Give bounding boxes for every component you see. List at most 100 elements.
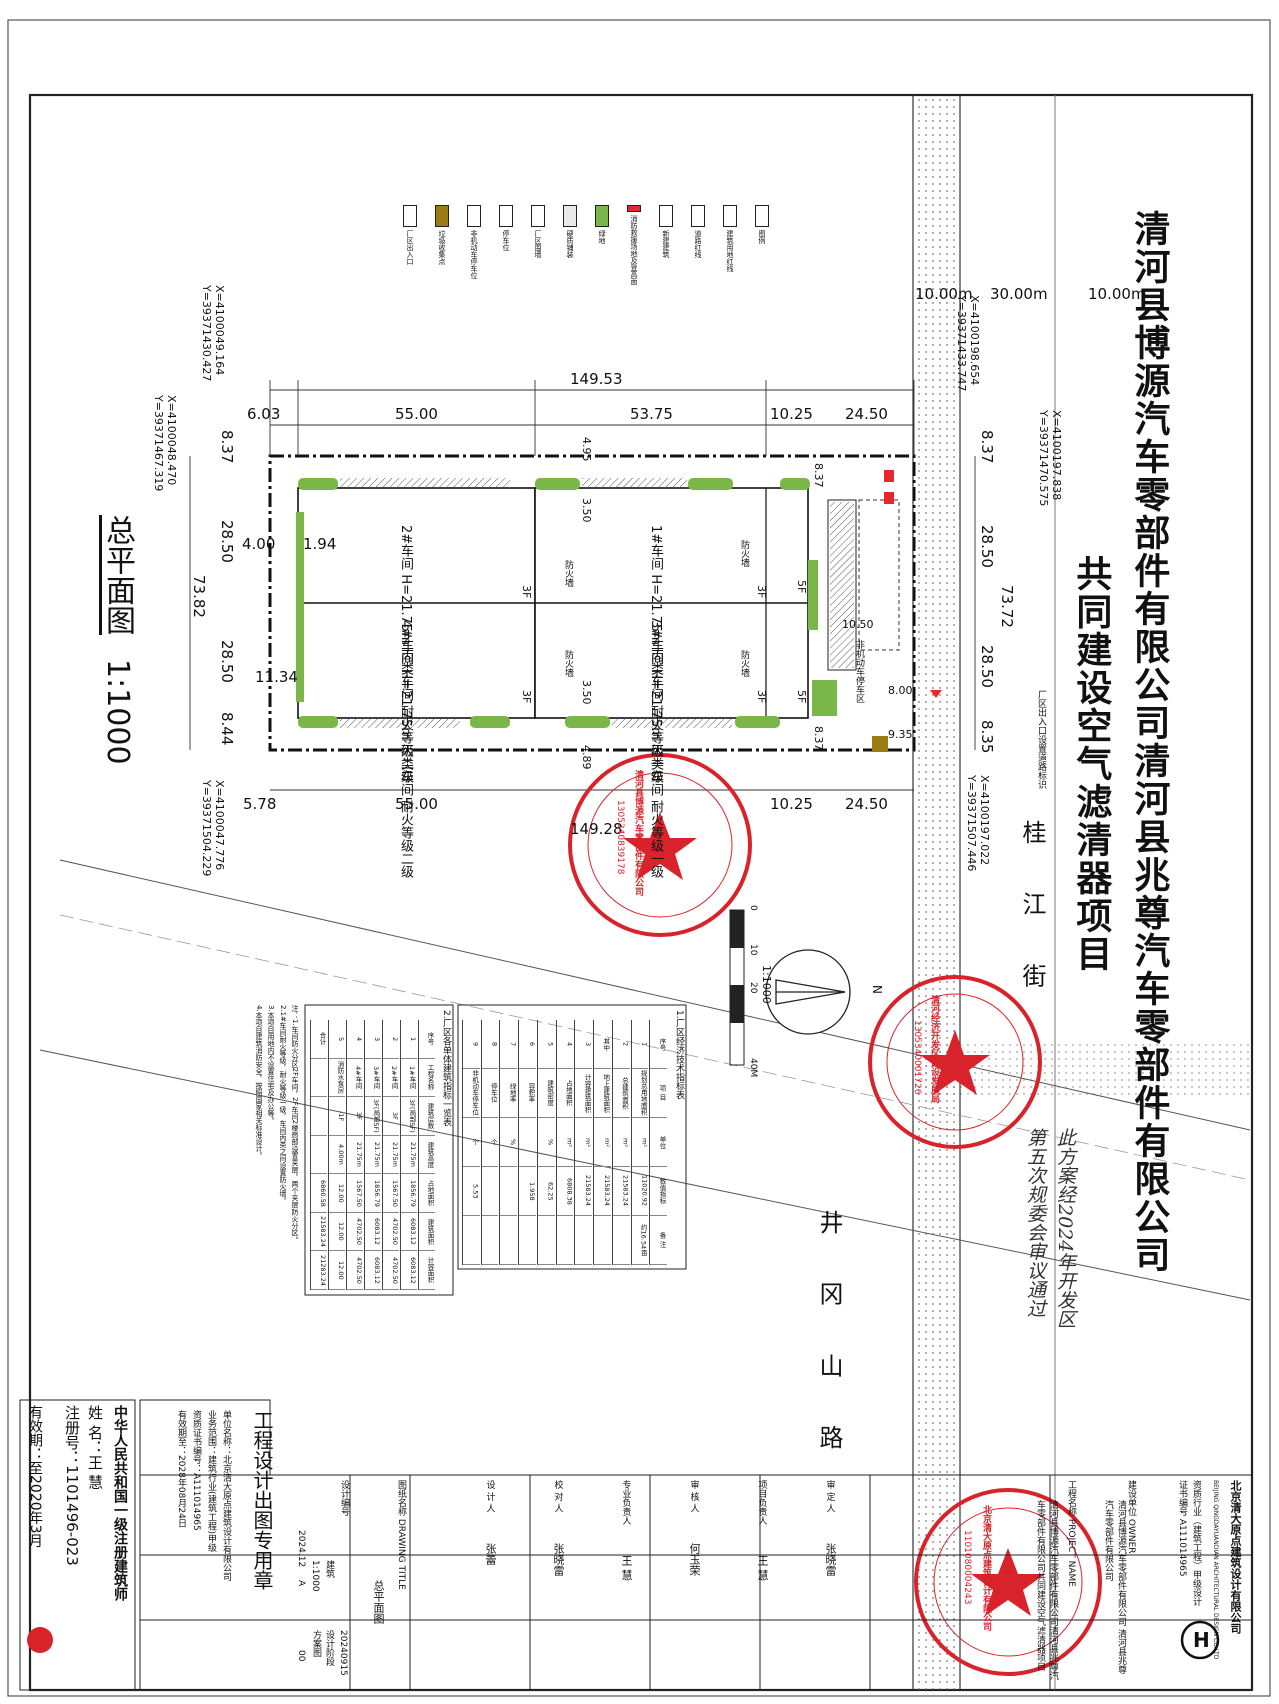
table-cell: m² xyxy=(575,1118,593,1167)
legend-swatch xyxy=(467,205,481,227)
owner-value: 清河县博源汽车零部件有限公司 清河县兆尊汽车零部件有限公司 xyxy=(1103,1500,1126,1674)
green-strip xyxy=(780,478,810,490)
parking-row xyxy=(612,718,732,728)
role-label: 校 对 人 xyxy=(552,1480,563,1513)
parking-label: 非机动车停车区 xyxy=(854,640,864,703)
table-cell: 绿地率 xyxy=(500,1069,518,1118)
coord-y: Y=39371504.229 xyxy=(200,780,213,877)
table-header-row: 序号工程名称建筑层数建筑高度占地面积建筑面积计容面积 xyxy=(418,1020,435,1291)
dim-inner-4: 4.89 xyxy=(580,745,593,770)
dimension-lines xyxy=(189,380,976,791)
table-cell: 4#车间 xyxy=(347,1059,363,1098)
table-cell: 占地面积 xyxy=(419,1174,435,1213)
building-name: 4#车间 xyxy=(398,620,413,666)
dim-inner-6: 8.00 xyxy=(888,684,913,697)
architect-name-label: 姓 名： xyxy=(86,1405,104,1455)
dim-inner-9: 8.37 xyxy=(812,726,825,751)
dim-right-1: 28.50 xyxy=(978,525,996,568)
garbage-point xyxy=(872,736,888,752)
role-row: 设 计 人张蕾 xyxy=(460,1480,520,1685)
fire-rescue-marker xyxy=(884,470,894,482)
table-cell: 21583.24 xyxy=(594,1167,611,1216)
stage-label: 设计阶段 xyxy=(324,1630,334,1666)
parking-row xyxy=(582,478,687,488)
architect-name-row: 姓 名：王 慧 xyxy=(85,1405,106,1490)
role-label: 审 核 人 xyxy=(688,1480,699,1513)
role-row: 审 核 人何玉荣 xyxy=(664,1480,724,1685)
table-cell: 6 xyxy=(519,1020,536,1069)
road-width-3: 10.00m xyxy=(1088,285,1146,303)
table-cell: 3 xyxy=(365,1020,381,1059)
road-line-diagonal xyxy=(39,1049,1251,1301)
dim-right-3: 28.50 xyxy=(978,645,996,688)
dim-top-3: 10.25 xyxy=(770,405,813,423)
table-note: 注：1.车间防火分区2F车间，2F车间2楼局部设置夹层，两个夹层防火分区。 xyxy=(291,1005,299,1244)
bureau-seal-text: 清河经济开发区建设发展局 xyxy=(929,995,939,1103)
table-cell: 3#车间 xyxy=(365,1059,381,1098)
legend-item: 道路红线 xyxy=(685,205,711,285)
table-cell: 4702.50 xyxy=(383,1251,399,1291)
green-strip xyxy=(298,716,338,728)
table-cell: 3F(局部5F) xyxy=(365,1097,381,1136)
table-cell: 7 xyxy=(500,1020,518,1069)
table-cell: 备 注 xyxy=(650,1216,667,1265)
building-class: 丙类车间 xyxy=(648,649,663,702)
green-strip xyxy=(298,478,338,490)
building-1-floors: 3F xyxy=(755,585,768,599)
dim-bottom-1: 55.00 xyxy=(395,795,438,813)
table-cell: m² xyxy=(594,1118,611,1167)
road-width-2: 30.00m xyxy=(990,285,1048,303)
table-cell: 个 xyxy=(462,1118,480,1167)
company-seal-text: 清河县博源汽车零部件有限公司 xyxy=(633,770,643,896)
paper-edge xyxy=(7,19,1271,1697)
dim-bottom-0: 5.78 xyxy=(243,795,277,813)
table-cell xyxy=(462,1216,480,1265)
table-cell xyxy=(575,1216,593,1265)
handwritten-approval-note: 此方案经2024年开发区第五次规委会审议通过 xyxy=(1024,1128,1076,1329)
architect-seal-mark xyxy=(27,1627,53,1653)
parking-row xyxy=(340,718,460,728)
scale-tick: 0 xyxy=(748,905,758,911)
table-cell: 9 xyxy=(462,1020,480,1069)
architect-reg-row: 注册号：1101496-023 xyxy=(62,1405,83,1566)
firewall-label: 防火墙 xyxy=(739,540,749,567)
table-cell: 12.00 xyxy=(329,1251,345,1291)
table-cell: 4702.50 xyxy=(347,1251,363,1291)
legend-swatch xyxy=(499,205,513,227)
building-height: H=21.75m xyxy=(648,669,663,740)
dim-inner-7: 9.35 xyxy=(888,728,913,741)
stage: 方案图 xyxy=(311,1630,321,1657)
table-cell: m² xyxy=(612,1118,630,1167)
table-cell: 1 xyxy=(401,1020,417,1059)
table-cell: 11020.92 xyxy=(631,1167,649,1216)
legend-item: 垃圾收集点 xyxy=(429,205,455,285)
table-cell: 1 xyxy=(631,1020,649,1069)
table-cell: 5 xyxy=(537,1020,555,1069)
legend-swatch xyxy=(563,205,577,227)
dim-right-0: 8.37 xyxy=(978,430,996,464)
architect-valid: 至2020年3月 xyxy=(27,1461,43,1548)
building-4-floors: 3F xyxy=(520,690,533,704)
legend-swatch xyxy=(659,205,673,227)
table-cell xyxy=(311,1059,327,1098)
table-cell: 6083.12 xyxy=(365,1251,381,1291)
dim-bottom-3: 10.25 xyxy=(770,795,813,813)
table-cell: 1567.50 xyxy=(347,1174,363,1213)
title-company-line: 清河县博源汽车零部件有限公司清河县兆尊汽车零部件有限公司 xyxy=(1128,210,1170,1274)
project-label: 工程名称 PROJECT NAME xyxy=(1066,1480,1076,1587)
table-cell xyxy=(556,1216,574,1265)
seal-valid: 有效期至：2028年08月24日 xyxy=(176,1410,186,1528)
legend-item: 厂区围墙 xyxy=(525,205,551,285)
green-strip xyxy=(812,680,837,716)
table-cell: % xyxy=(500,1118,518,1167)
table-cell: 5.53 xyxy=(462,1167,480,1216)
version: A xyxy=(296,1580,306,1587)
table-cell: 21.75m xyxy=(401,1136,417,1175)
